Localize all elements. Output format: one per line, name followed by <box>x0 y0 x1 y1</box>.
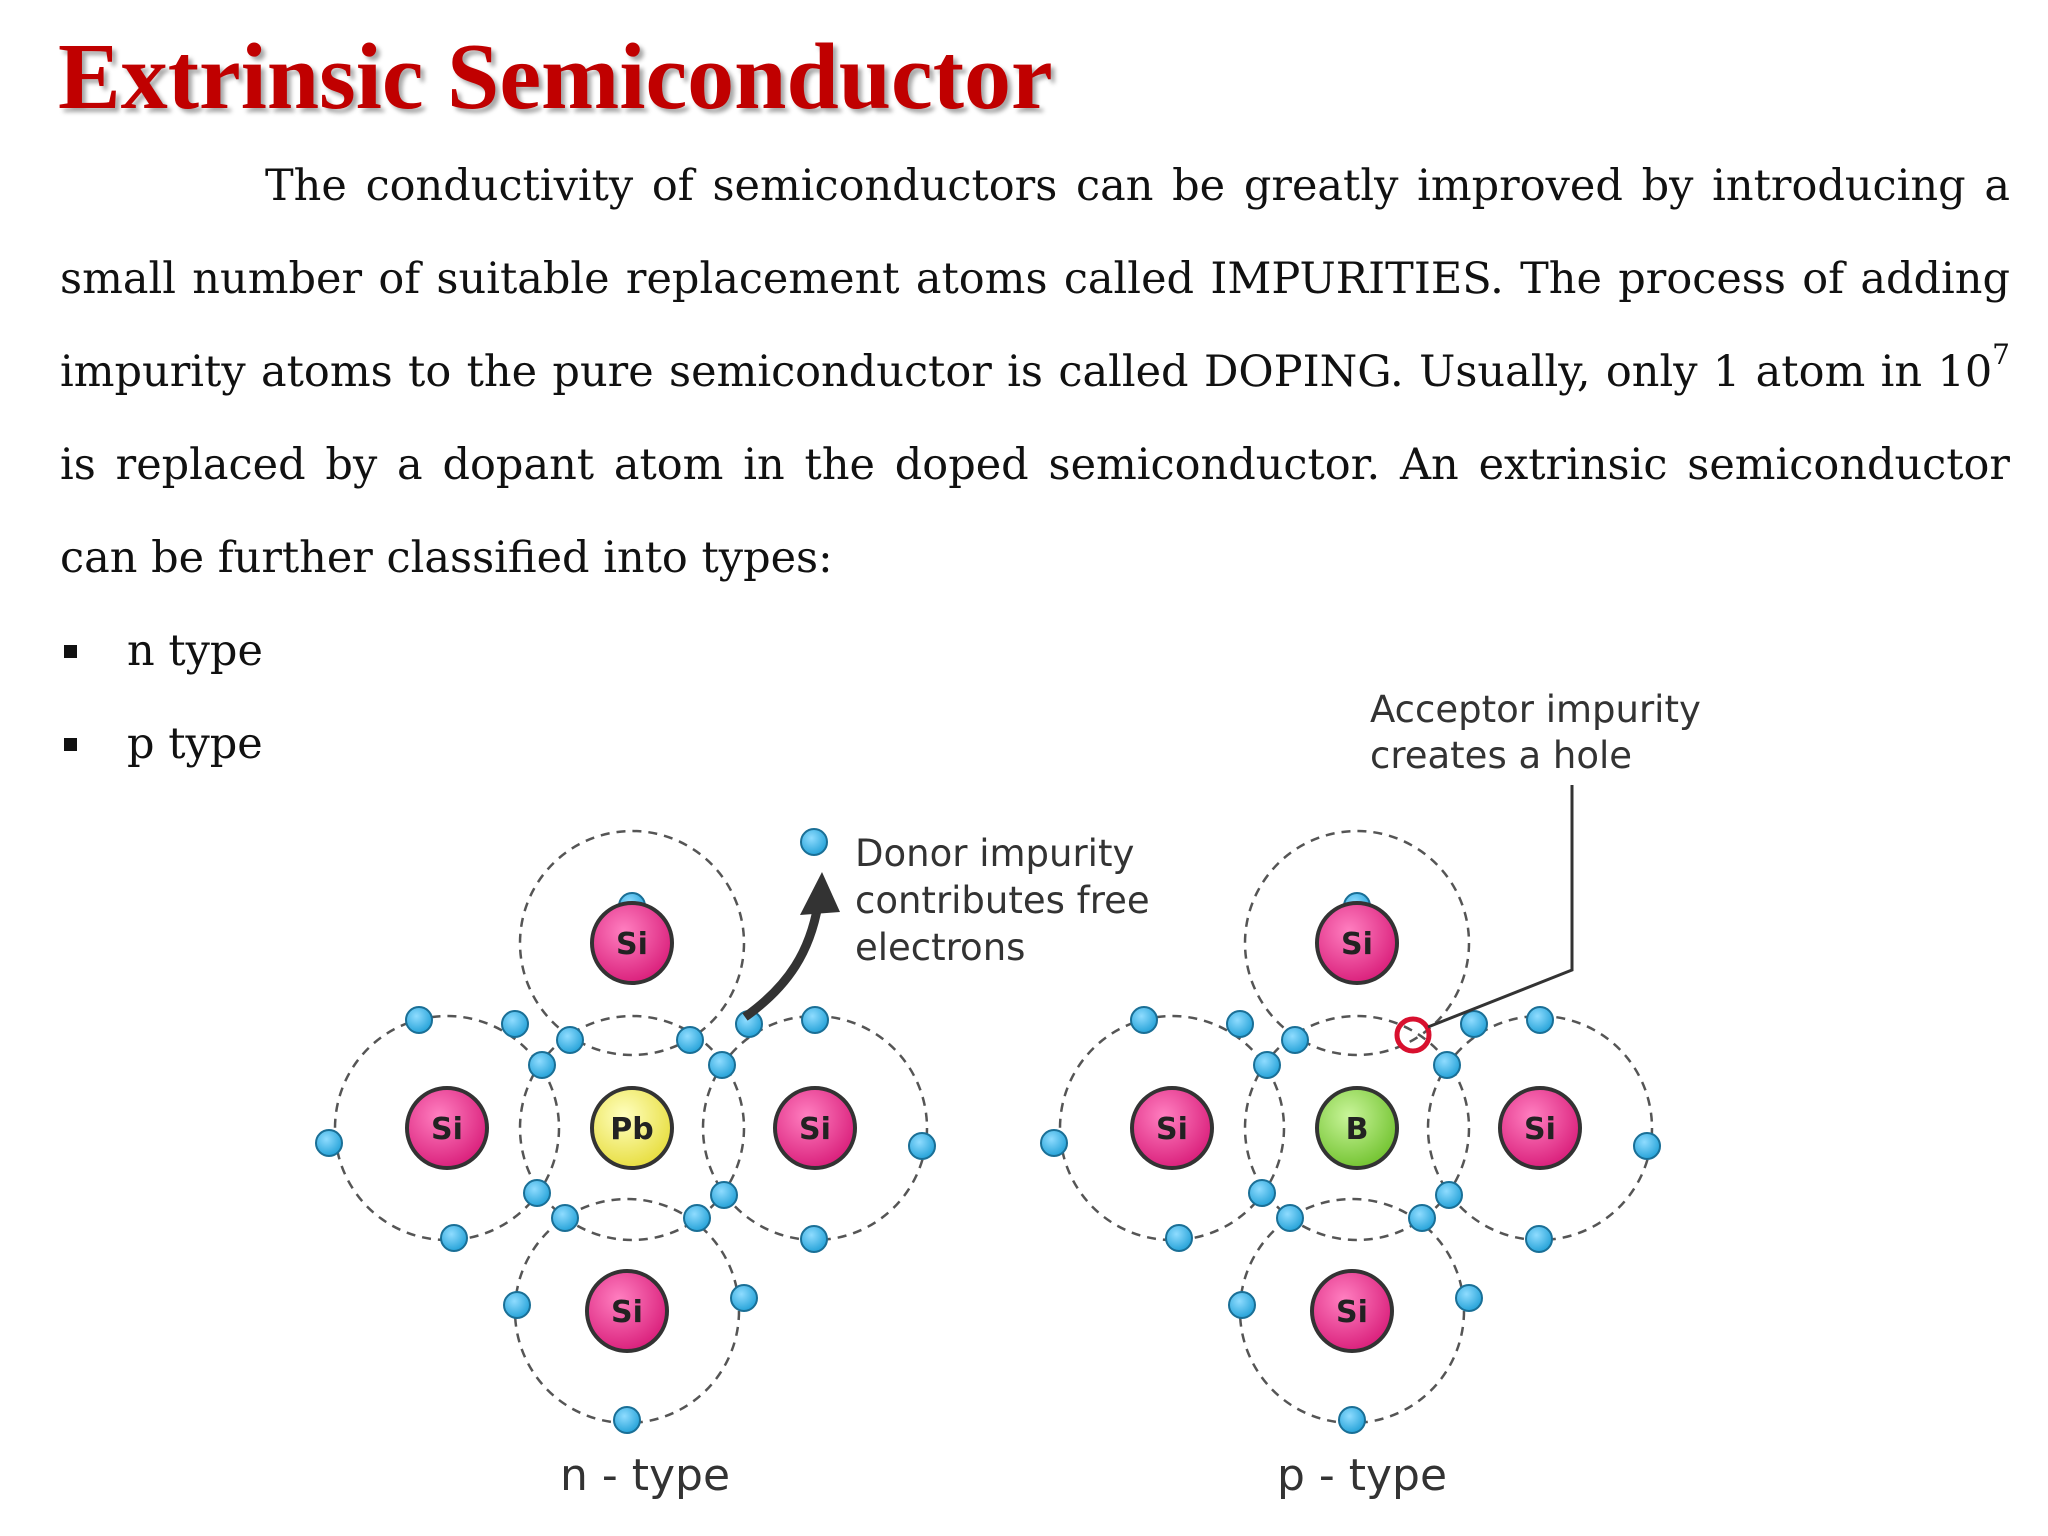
slide-title: Extrinsic Semiconductor <box>58 25 1053 129</box>
electron <box>1460 1010 1488 1038</box>
si-atom-label: Si <box>799 1112 831 1147</box>
si-atom <box>1498 1086 1582 1170</box>
bond-electron <box>528 1051 556 1079</box>
dopant-atom-label: Pb <box>610 1112 653 1147</box>
bond-electron <box>1408 1204 1436 1232</box>
list-item-label: p type <box>127 719 263 769</box>
si-atom-label: Si <box>616 927 648 962</box>
bond-electron <box>1433 1051 1461 1079</box>
si-atom <box>405 1086 489 1170</box>
exponent: 7 <box>1992 338 2010 371</box>
electron <box>1455 1284 1483 1312</box>
si-atom-label: Si <box>1341 927 1373 962</box>
electron <box>730 1284 758 1312</box>
center-orbit <box>1243 1014 1471 1242</box>
acceptor-pointer-line <box>1427 785 1574 1029</box>
hole-marker <box>1394 1016 1432 1054</box>
dopant-atom <box>590 1086 674 1170</box>
type-list: n type p type <box>60 605 263 791</box>
donor-annotation-line-1: Donor impurity <box>855 832 1134 875</box>
electron <box>800 1225 828 1253</box>
si-atom <box>1130 1086 1214 1170</box>
neighbor-orbit <box>701 1014 929 1242</box>
dopant-atom-label: B <box>1346 1112 1369 1147</box>
bond-electron <box>556 1026 584 1054</box>
electron <box>1633 1132 1661 1160</box>
donor-annotation-line-3: electrons <box>855 926 1025 969</box>
electron <box>503 1291 531 1319</box>
bond-electron <box>551 1204 579 1232</box>
electron <box>501 1010 529 1038</box>
electron <box>801 1006 829 1034</box>
si-atom-label: Si <box>1524 1112 1556 1147</box>
si-atom-label: Si <box>1156 1112 1188 1147</box>
bond-electron <box>1253 1051 1281 1079</box>
si-atom <box>1315 901 1399 985</box>
neighbor-orbit <box>1426 1014 1654 1242</box>
electron <box>440 1224 468 1252</box>
bond-electron <box>710 1181 738 1209</box>
list-item-n-type: n type <box>60 605 263 698</box>
electron <box>1338 1406 1366 1434</box>
bond-electron <box>1248 1179 1276 1207</box>
bond-electron <box>523 1179 551 1207</box>
electron <box>1526 1006 1554 1034</box>
bond-electron <box>683 1204 711 1232</box>
bond-electron <box>1276 1204 1304 1232</box>
electron <box>613 1406 641 1434</box>
list-item-label: n type <box>127 626 263 676</box>
center-orbit <box>518 1014 746 1242</box>
neighbor-orbit <box>1058 1014 1286 1242</box>
electron <box>1228 1291 1256 1319</box>
si-atom <box>590 901 674 985</box>
donor-annotation-line-2: contributes free <box>855 879 1150 922</box>
si-atom <box>1310 1269 1394 1353</box>
bond-electron <box>1435 1181 1463 1209</box>
si-atom <box>585 1269 669 1353</box>
electron <box>1130 1006 1158 1034</box>
bond-electron <box>1281 1026 1309 1054</box>
paragraph-text-part2: is replaced by a dopant atom in the dope… <box>60 440 2010 583</box>
si-atom-label: Si <box>431 1112 463 1147</box>
electron <box>1165 1224 1193 1252</box>
n-type-caption: n - type <box>560 1450 730 1501</box>
si-atom-label: Si <box>1336 1295 1368 1330</box>
intro-paragraph: The conductivity of semiconductors can b… <box>60 140 2010 605</box>
bond-electron <box>708 1051 736 1079</box>
list-item-p-type: p type <box>60 698 263 791</box>
electron <box>1040 1129 1068 1157</box>
electron <box>315 1129 343 1157</box>
electron <box>405 1006 433 1034</box>
free-electron <box>800 828 828 856</box>
acceptor-annotation-line-1: Acceptor impurity <box>1370 688 1701 731</box>
si-atom-label: Si <box>611 1295 643 1330</box>
acceptor-annotation-line-2: creates a hole <box>1370 734 1632 777</box>
bond-electron <box>676 1026 704 1054</box>
donor-arrow <box>742 904 823 1021</box>
electron <box>1226 1010 1254 1038</box>
dopant-atom <box>1315 1086 1399 1170</box>
square-bullet-icon <box>64 738 77 751</box>
si-atom <box>773 1086 857 1170</box>
neighbor-orbit <box>1243 829 1471 1057</box>
donor-arrowhead-icon <box>800 872 840 915</box>
neighbor-orbit <box>518 829 746 1057</box>
p-type-caption: p - type <box>1277 1450 1447 1501</box>
electron <box>908 1132 936 1160</box>
neighbor-orbit <box>333 1014 561 1242</box>
electron <box>1525 1225 1553 1253</box>
paragraph-text-part1: The conductivity of semiconductors can b… <box>60 161 2010 397</box>
square-bullet-icon <box>64 645 77 658</box>
